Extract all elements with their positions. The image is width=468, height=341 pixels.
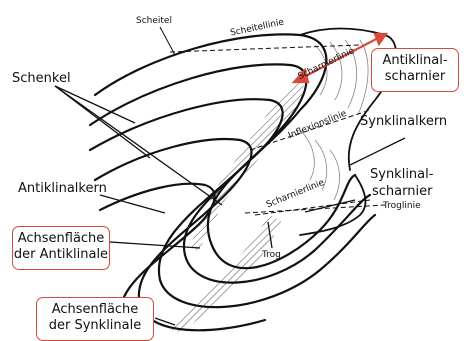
label-antiklinalkern: Antiklinalkern — [18, 182, 107, 196]
label-troglinie: Troglinie — [383, 202, 421, 212]
callout-synklinale-line1: Achsenfläche — [37, 302, 153, 318]
label-schenkel: Schenkel — [12, 72, 71, 86]
achsenflaeche-antiklinale-leader — [110, 242, 200, 248]
callout-achsenflaeche-synklinale: Achsenfläche der Synklinale — [36, 297, 154, 341]
synklinal-scharnier-leader — [305, 200, 355, 212]
arrowhead-right — [375, 34, 386, 44]
shading-stroke — [358, 40, 368, 115]
callout-achsenflaeche-antiklinale: Achsenfläche der Antiklinale — [12, 226, 110, 270]
label-scheitel: Scheitel — [136, 17, 172, 27]
label-trog: Trog — [262, 251, 281, 261]
label-synklinalkern: Synklinalkern — [360, 115, 447, 129]
antiklinalkern-leader — [100, 195, 165, 213]
callout-antiklinal-line1: Antiklinal- — [372, 53, 458, 69]
callout-antiklinale-line2: der Antiklinale — [13, 247, 109, 263]
callout-antiklinal-line2: scharnier — [372, 69, 458, 85]
callout-synklinale-line2: der Synklinale — [37, 318, 153, 334]
scheitel-line — [170, 45, 360, 52]
shading-stroke — [330, 150, 340, 200]
scheitel-leader — [160, 27, 175, 55]
label-synklinal-line1: Synklinal- — [370, 168, 433, 182]
callout-antiklinale-line1: Achsenfläche — [13, 231, 109, 247]
callout-antiklinal-scharnier: Antiklinal- scharnier — [371, 48, 459, 92]
label-synklinal-line2: scharnier — [372, 185, 432, 199]
synklinalkern-leader — [350, 138, 405, 165]
